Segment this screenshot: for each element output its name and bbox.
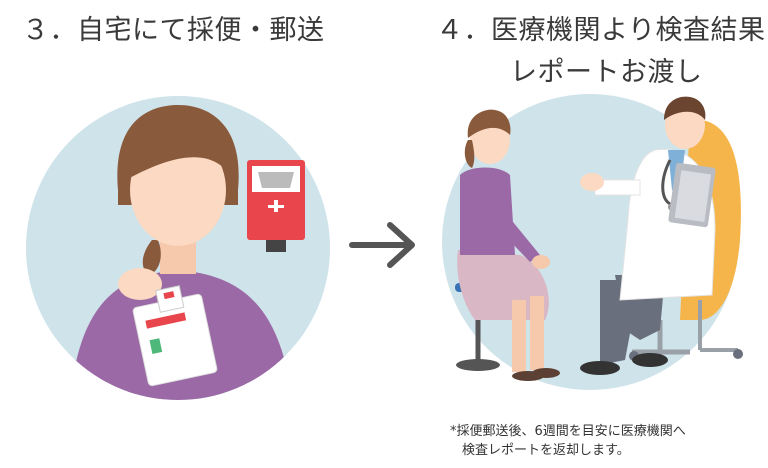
- note-line1: *採便郵送後、6週間を目安に医療機関へ: [450, 424, 686, 439]
- doctor-patient-icon: [442, 94, 743, 390]
- step4-title-line1: ４．医療機関より検査結果: [436, 15, 766, 46]
- step4-title-line2: レポートお渡し: [510, 57, 703, 88]
- arrow-right-icon: [349, 222, 415, 268]
- note-line2: 検査レポートを返却します。: [462, 443, 630, 458]
- step3-title: ３．自宅にて採便・郵送: [22, 15, 325, 46]
- postbox-icon: [247, 160, 305, 252]
